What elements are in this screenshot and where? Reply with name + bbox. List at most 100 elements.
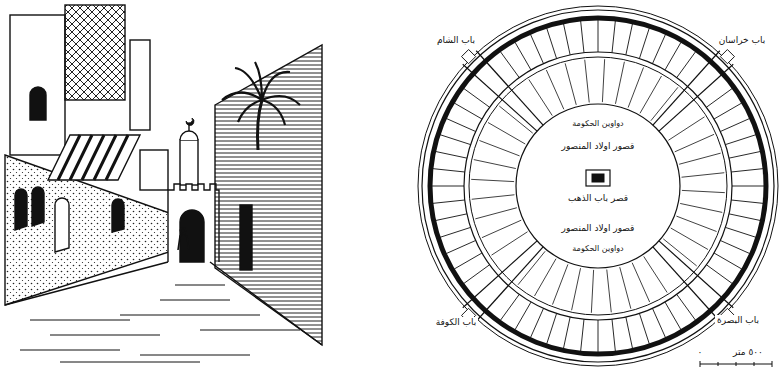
district-label: دواوين الحكومة — [570, 119, 625, 129]
gate-symbol — [720, 50, 734, 64]
plan-line — [659, 241, 733, 308]
plan-line — [491, 232, 527, 255]
gate-label: باب الكوفة — [434, 317, 479, 328]
plan-line — [454, 253, 482, 269]
gate-label: باب الشام — [435, 35, 477, 46]
plan-line — [598, 20, 599, 52]
plan-line — [725, 227, 755, 237]
plan-line — [668, 117, 704, 140]
plan-line — [679, 153, 721, 164]
plan-line — [639, 28, 649, 58]
plan-line — [464, 88, 490, 107]
plan-line — [615, 62, 624, 104]
plan-line — [471, 179, 514, 181]
plan-line — [598, 320, 599, 352]
plan-line — [547, 28, 557, 58]
plan-line — [500, 294, 519, 320]
plan-line — [607, 270, 611, 313]
plan-line — [472, 195, 515, 199]
plan-line — [729, 214, 760, 221]
plan-line — [653, 247, 720, 321]
plan-line — [565, 63, 576, 105]
plan-line — [628, 67, 643, 107]
plan-line — [626, 24, 633, 55]
plan-line — [671, 228, 708, 250]
plan-line — [706, 88, 732, 107]
plan-line — [706, 265, 732, 284]
plan-line — [675, 134, 714, 151]
plan-line — [463, 241, 537, 308]
plan-line — [479, 140, 519, 155]
plan-line — [529, 79, 552, 115]
plan-line — [436, 151, 467, 158]
plan-line — [530, 34, 543, 63]
plan-line — [563, 24, 570, 55]
scale-label: ٠ — [696, 347, 705, 358]
plan-line — [602, 59, 604, 102]
plan-line — [546, 70, 563, 109]
gate-symbol — [462, 50, 476, 64]
plan-line — [446, 241, 475, 254]
plan-line — [644, 256, 667, 292]
scale-label: ٥٠٠ متر — [731, 347, 765, 358]
plan-line — [725, 135, 755, 145]
plan-line — [476, 247, 543, 321]
plan-line — [653, 34, 666, 63]
plan-line — [591, 270, 593, 313]
plan-line — [612, 319, 615, 351]
gate-label: باب البصرة — [715, 315, 761, 326]
plan-line — [612, 21, 615, 53]
plan-line — [433, 200, 465, 203]
plan-line — [515, 302, 531, 330]
plan-line — [440, 135, 470, 145]
plan-line — [720, 118, 749, 131]
plan-line — [474, 160, 516, 169]
plan-line — [463, 64, 537, 131]
plan-line — [518, 251, 545, 284]
plan-line — [731, 200, 763, 203]
plan-line — [680, 203, 722, 212]
plan-line — [585, 60, 589, 103]
plan-line — [677, 294, 696, 320]
plan-line — [476, 51, 543, 125]
plan-line — [535, 259, 557, 296]
plan-line — [581, 319, 584, 351]
palace-label: قصر باب الذهب — [566, 193, 630, 204]
plan-line — [640, 76, 662, 113]
plan-line — [464, 265, 490, 284]
plan-line — [639, 313, 649, 343]
plan-line — [620, 267, 631, 309]
plan-line — [720, 241, 749, 254]
plan-line — [682, 190, 725, 192]
district-label: قصور اولاد المنصور — [560, 141, 637, 152]
district-label: قصور اولاد المنصور — [560, 223, 637, 234]
plan-line — [732, 186, 764, 187]
plan-line — [651, 87, 678, 120]
plan-line — [665, 42, 681, 70]
plan-line — [632, 263, 649, 302]
plan-line — [500, 52, 519, 78]
plan-line — [665, 302, 681, 330]
plan-line — [659, 64, 733, 131]
plan-line — [515, 42, 531, 70]
plan-line — [653, 51, 720, 125]
plan-line — [653, 308, 666, 337]
plan-line — [731, 169, 763, 172]
plan-line — [432, 186, 464, 187]
plan-line — [440, 227, 470, 237]
plan-line — [530, 308, 543, 337]
plan-line — [714, 103, 742, 119]
plan-line — [563, 317, 570, 348]
plan-line — [626, 317, 633, 348]
plan-line — [446, 118, 475, 131]
plan-line — [499, 106, 532, 133]
plan-line — [436, 214, 467, 221]
plan-line — [433, 169, 465, 172]
plan-line — [547, 313, 557, 343]
plan-line — [676, 216, 716, 231]
plan-line — [475, 208, 517, 219]
plan-line — [677, 52, 696, 78]
plan-line — [552, 264, 567, 304]
